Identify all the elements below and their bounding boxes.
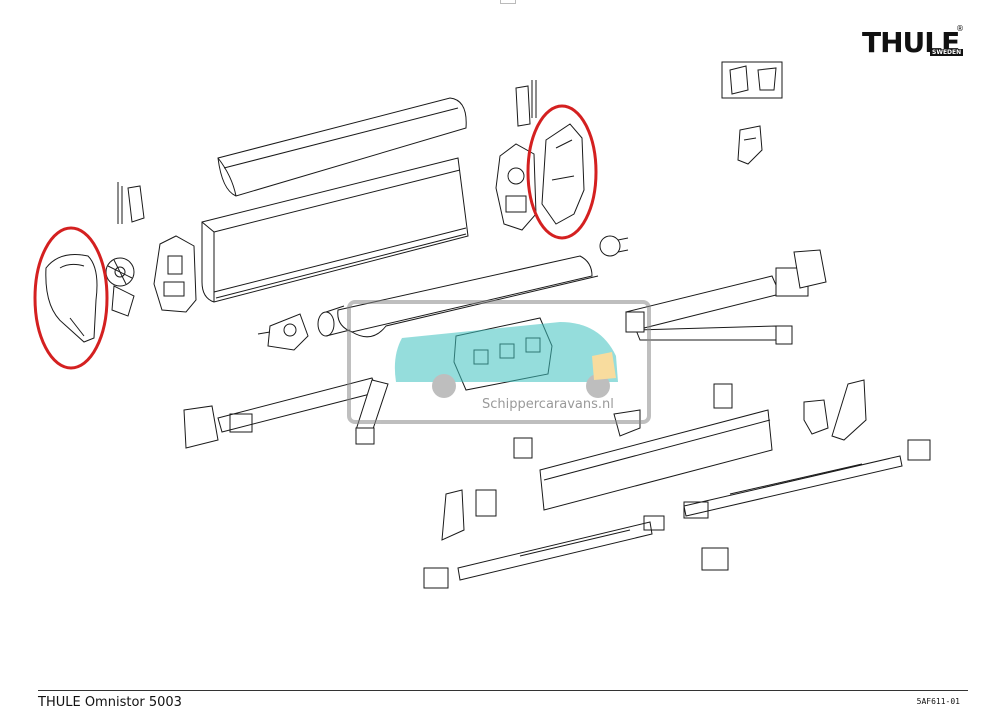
part-front-bar-end-left[interactable] — [513, 437, 533, 459]
part-left-end-cap-highlighted[interactable] — [45, 254, 98, 343]
part-side-cover-right[interactable] — [831, 379, 867, 441]
part-roller-fabric[interactable] — [317, 255, 599, 338]
part-roller-end-plug[interactable] — [599, 235, 629, 257]
highlight-circle-right — [526, 104, 598, 240]
part-wall-bracket[interactable] — [737, 125, 763, 165]
part-leg-cover-left[interactable] — [441, 489, 497, 541]
part-telescopic-leg-left[interactable] — [457, 515, 665, 581]
part-leg-foot-right[interactable] — [701, 547, 729, 571]
top-marker — [500, 0, 516, 4]
registered-mark: ® — [956, 24, 964, 33]
part-left-spring-clip[interactable] — [117, 182, 145, 224]
footer-code: 5AF611-01 — [916, 697, 960, 706]
part-right-mechanism-housing[interactable] — [495, 143, 537, 231]
footer-title: THULE Omnistor 5003 — [38, 695, 182, 710]
part-top-cover-lid[interactable] — [217, 97, 467, 197]
part-right-support-arm[interactable] — [625, 249, 827, 345]
part-front-profile[interactable] — [201, 157, 469, 303]
part-front-bar[interactable] — [539, 409, 773, 511]
part-left-end-housing[interactable] — [153, 235, 197, 313]
part-bracket-kit-box[interactable] — [721, 61, 783, 99]
part-mount-clip-right[interactable] — [907, 439, 931, 461]
watermark-text: Schippercaravans.nl — [482, 397, 614, 412]
part-arm-joint-right[interactable] — [803, 399, 829, 435]
part-roller-drive-end[interactable] — [257, 313, 309, 351]
part-right-end-cap-highlighted[interactable] — [541, 123, 585, 225]
highlight-circle-left — [33, 226, 109, 370]
thule-logo-subtext: SWEDEN — [930, 49, 964, 56]
part-leg-foot-left[interactable] — [423, 567, 449, 589]
part-arm-fitting-upper[interactable] — [713, 383, 733, 409]
watermark-graphic — [347, 300, 651, 424]
part-left-support-arm[interactable] — [183, 377, 389, 449]
footer-divider — [38, 690, 968, 691]
part-telescopic-leg-right[interactable] — [683, 455, 903, 519]
part-left-winder-wheel[interactable] — [105, 257, 135, 317]
part-right-spring-clip[interactable] — [515, 80, 537, 127]
